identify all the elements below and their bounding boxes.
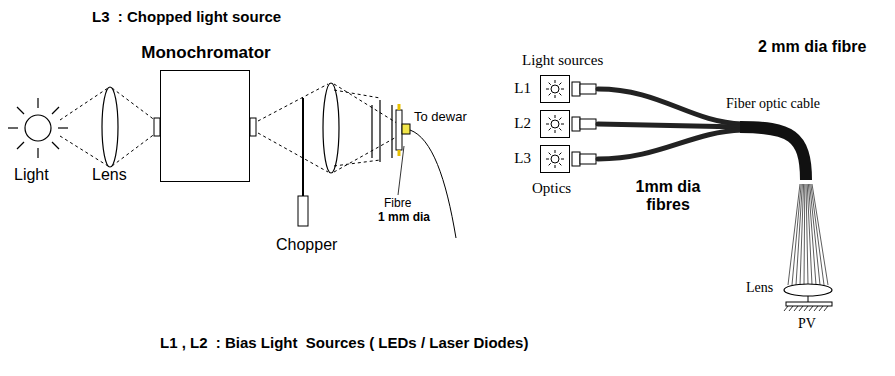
pv-device [786, 302, 832, 306]
fibre-end [402, 124, 410, 134]
source-name: L3 [514, 150, 531, 167]
part-label: Fiber optic cable [726, 96, 820, 112]
part-label: To dewar [414, 110, 467, 125]
fibre-connectors [572, 82, 596, 166]
part-label: Chopper [276, 236, 337, 254]
exit-slit [250, 118, 256, 136]
title: L3 : Chopped light source [92, 8, 281, 25]
fibre-holder [396, 110, 402, 150]
light-source-box: L3 [540, 145, 570, 173]
part-label: 1mm dia fibres [618, 178, 718, 215]
light-source-box: L2 [540, 110, 570, 138]
source-icons [546, 80, 564, 168]
lens-symbol [323, 83, 339, 173]
part-label: Light [14, 166, 49, 184]
caption: L1 , L2 : Bias Light Sources ( LEDs / La… [160, 334, 528, 351]
light-source-box: L1 [540, 75, 570, 103]
fibre-bundle [740, 127, 806, 180]
part-label: Light sources [522, 52, 603, 69]
aperture-plates [372, 100, 392, 162]
part-label: PV [798, 316, 816, 332]
leader-line [398, 146, 404, 195]
light-source-symbol [8, 98, 68, 158]
part-label: 1 mm dia [378, 211, 430, 225]
monochromator-box: Monochromator [160, 70, 250, 182]
fibre-cables [598, 89, 742, 159]
part-label: Lens [92, 166, 127, 184]
lens-symbol [102, 87, 118, 167]
box-heading: Monochromator [141, 43, 270, 63]
source-name: L1 [514, 80, 531, 97]
part-label: Lens [746, 280, 773, 296]
chopper-motor [298, 196, 308, 226]
part-label: 2 mm dia fibre [758, 38, 866, 56]
source-name: L2 [514, 115, 531, 132]
part-label: Fibre [384, 197, 411, 211]
lens-symbol [784, 284, 832, 296]
light-rays [60, 84, 400, 172]
light-fan [788, 184, 828, 285]
part-label: Optics [532, 180, 571, 197]
chopper-blade [302, 98, 304, 196]
pv-hatching [784, 306, 828, 311]
